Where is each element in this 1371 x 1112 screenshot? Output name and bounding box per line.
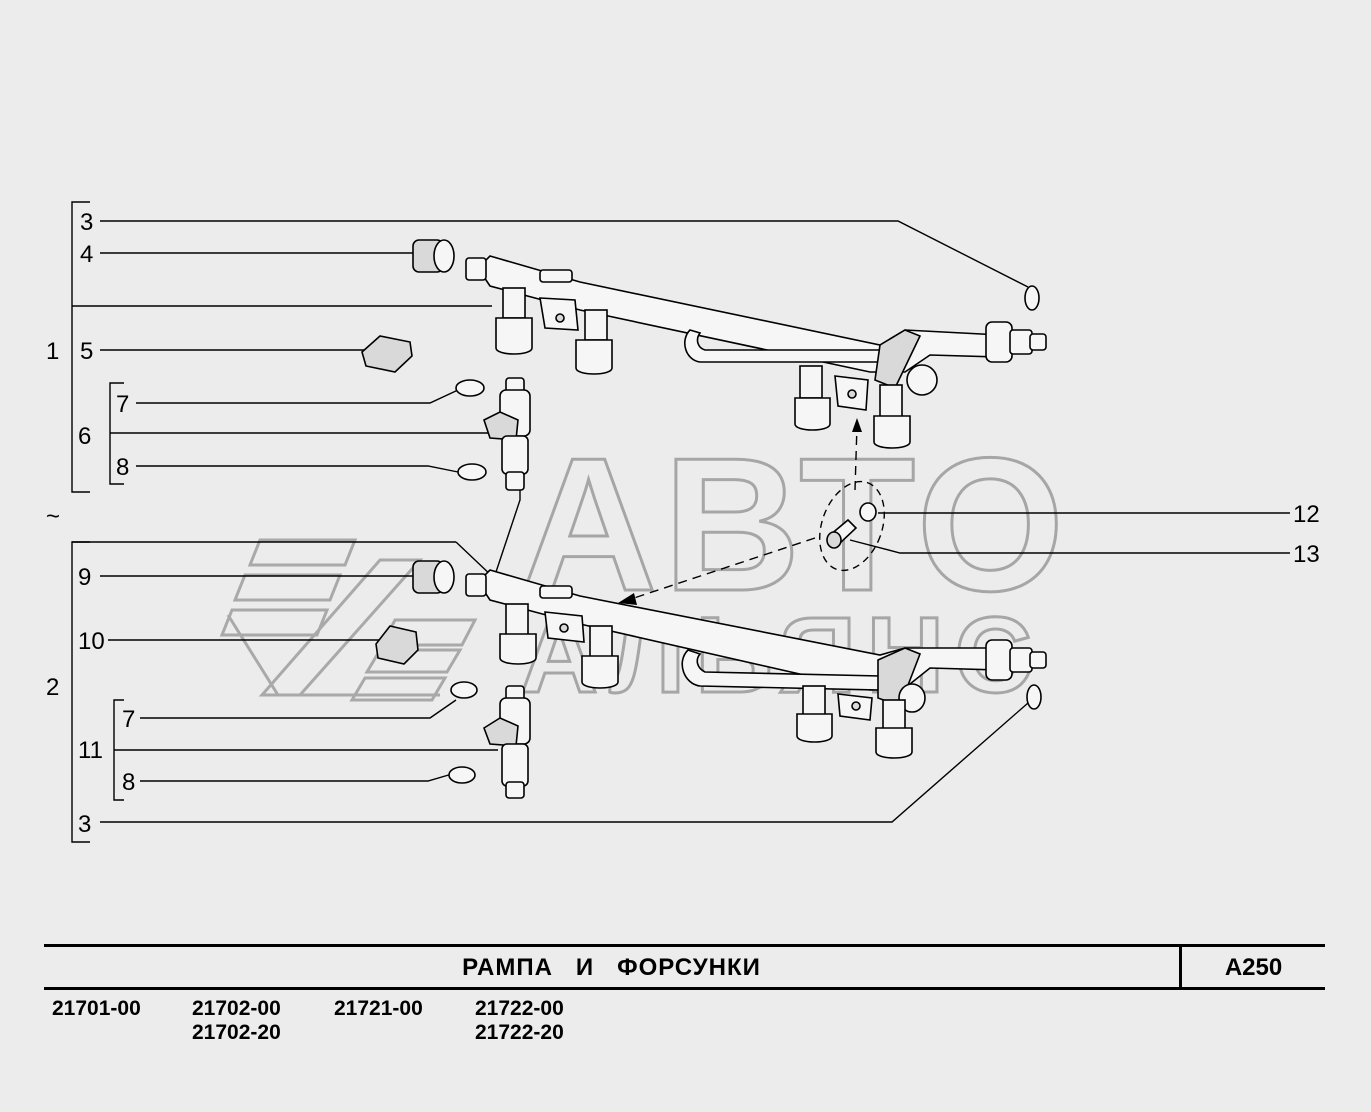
injector-6 [483, 377, 531, 491]
callout-4: 4 [80, 241, 93, 268]
model-code: 21702-00 [192, 997, 281, 1020]
injector-11 [483, 685, 531, 799]
title-divider [1179, 947, 1182, 987]
model-group-2: 21702-00 21702-20 [192, 997, 281, 1045]
group-2-bracket [71, 541, 498, 843]
callout-tilde: ~ [46, 503, 60, 530]
o-ring-7-lower [450, 681, 478, 699]
model-code: 21722-00 [475, 997, 564, 1020]
callout-11: 11 [78, 737, 103, 764]
o-ring-8-upper [457, 463, 487, 481]
watermark-logo: АВТО АЛЬЯНС [219, 418, 1070, 717]
callout-3-upper: 3 [80, 209, 93, 236]
callout-9: 9 [78, 564, 91, 591]
assembly-arrows [618, 418, 885, 605]
group-1-bracket [71, 201, 492, 493]
o-ring-8-lower [448, 766, 476, 784]
callout-8-upper: 8 [116, 454, 129, 481]
cap-4 [412, 239, 455, 273]
callout-2: 2 [46, 674, 59, 701]
model-code: 21721-00 [334, 997, 423, 1020]
model-code: 21702-20 [192, 1021, 281, 1044]
bolt-13 [826, 518, 858, 549]
model-code: 21722-20 [475, 1021, 564, 1044]
callout-12: 12 [1293, 501, 1320, 528]
callout-8-lower: 8 [122, 769, 135, 796]
model-code: 21701-00 [52, 997, 141, 1020]
watermark-text-line1: АВТО [520, 419, 1070, 631]
callout-5: 5 [80, 338, 93, 365]
title-bar: РАМПА И ФОРСУНКИ A250 [44, 944, 1325, 990]
model-group-3: 21721-00 [334, 997, 423, 1021]
o-ring-7-upper [455, 379, 485, 397]
callout-3-lower: 3 [78, 811, 91, 838]
callout-10: 10 [78, 628, 105, 655]
watermark-emblem [219, 538, 478, 702]
fuel-rail-lower [465, 569, 1047, 759]
callout-7-lower: 7 [122, 706, 135, 733]
o-ring-3-lower [1026, 684, 1042, 710]
clip-5 [361, 335, 413, 373]
model-group-1: 21701-00 [52, 997, 141, 1021]
washer-12 [859, 502, 877, 522]
leader-lines [100, 220, 1290, 823]
callout-1: 1 [46, 338, 59, 365]
diagram-title: РАМПА И ФОРСУНКИ [462, 954, 761, 981]
model-group-4: 21722-00 21722-20 [475, 997, 564, 1045]
callout-6: 6 [78, 423, 91, 450]
exploded-parts-diagram: АВТО АЛЬЯНС [46, 201, 1320, 843]
callout-labels: 3 4 1 5 7 6 8 ~ 9 10 2 7 11 8 3 12 13 [46, 209, 1320, 838]
fuel-rail-upper [465, 255, 1047, 449]
callout-13: 13 [1293, 541, 1320, 568]
cap-9 [412, 560, 455, 594]
callout-7-upper: 7 [116, 391, 129, 418]
o-ring-3-upper [1024, 285, 1040, 311]
diagram-code: A250 [1224, 954, 1283, 981]
clip-10 [375, 625, 419, 665]
